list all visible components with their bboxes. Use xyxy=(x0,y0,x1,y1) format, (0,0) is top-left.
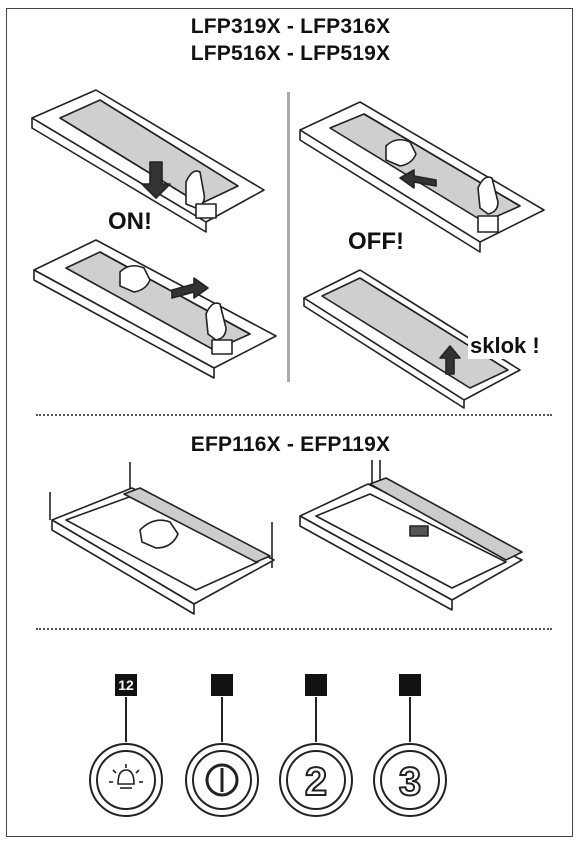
label-on: ON! xyxy=(108,208,152,235)
model-title-line2: LFP516X - LFP519X xyxy=(190,42,391,65)
control-button-speed-3 xyxy=(373,743,447,817)
light-bulb-icon xyxy=(109,764,143,789)
indicator-speed-2 xyxy=(305,674,327,696)
control-button-speed-2 xyxy=(279,743,353,817)
indicator-power xyxy=(211,674,233,696)
dotted-separator-2 xyxy=(36,628,552,630)
indicator-speed-3 xyxy=(399,674,421,696)
hood-drawing-off-2 xyxy=(303,269,521,409)
hood-drawing-on-2 xyxy=(33,239,277,379)
section-divider-vertical xyxy=(287,92,290,382)
model-title-line1: LFP319X - LFP316X xyxy=(190,15,391,38)
control-button-light xyxy=(89,743,163,817)
efp-hood-drawing-right xyxy=(299,460,523,611)
hood-drawing-off-1 xyxy=(299,101,545,253)
power-icon xyxy=(205,763,239,797)
hood-drawing-on-1 xyxy=(31,89,265,233)
speed-2-icon: 2 xyxy=(305,760,327,804)
efp-model-title: EFP116X - EFP119X xyxy=(190,433,391,456)
speed-3-icon: 3 xyxy=(399,760,421,804)
efp-hood-drawing-left xyxy=(49,462,275,615)
indicator-light-timer: 12 xyxy=(115,674,137,696)
label-sklok: sklok ! xyxy=(468,333,542,359)
dotted-separator-1 xyxy=(36,414,552,416)
label-off: OFF! xyxy=(348,228,404,255)
figure-frame xyxy=(6,8,573,837)
